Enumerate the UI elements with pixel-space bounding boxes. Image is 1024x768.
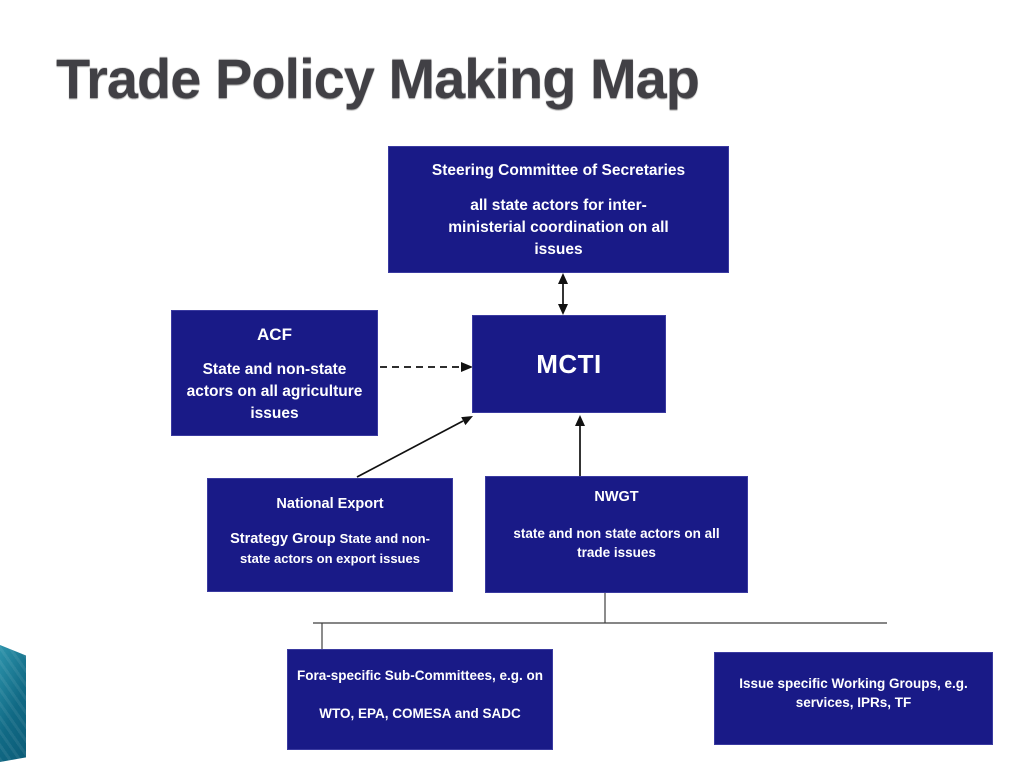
box-national-export-strategy-group: National Export Strategy Group State and… (207, 478, 453, 592)
nwgt-heading: NWGT (594, 489, 639, 505)
box-fora-sub-committees: Fora-specific Sub-Committees, e.g. on WT… (287, 649, 553, 750)
issue-body: Issue specific Working Groups, e.g. serv… (739, 676, 968, 711)
connector-nwgt-subcommittees (313, 593, 887, 649)
box-steering-committee: Steering Committee of Secretaries all st… (388, 146, 729, 273)
box-acf: ACF State and non-state actors on all ag… (171, 310, 378, 436)
nesg-body-rest: State and non-state actors on export iss… (240, 530, 430, 567)
steering-body: all state actors for inter-ministerial c… (448, 197, 669, 258)
box-nwgt: NWGT state and non state actors on all t… (485, 476, 748, 593)
nesg-body: Strategy Group State and non-state actor… (224, 529, 436, 570)
teal-ribbon-shape (0, 645, 26, 762)
fora-line2: WTO, EPA, COMESA and SADC (319, 706, 521, 722)
slide-title: Trade Policy Making Map (56, 47, 700, 110)
box-mcti: MCTI (472, 315, 666, 413)
fora-line1: Fora-specific Sub-Committees, e.g. on (296, 668, 544, 683)
box-issue-working-groups: Issue specific Working Groups, e.g. serv… (714, 652, 993, 745)
arrow-acf-mcti-dashed (380, 362, 473, 372)
arrow-nwgt-mcti (575, 415, 585, 476)
steering-heading: Steering Committee of Secretaries (431, 162, 686, 179)
arrow-steering-mcti (558, 273, 568, 315)
acf-body: State and non-state actors on all agricu… (186, 361, 363, 423)
nesg-heading: National Export (276, 496, 384, 512)
nwgt-body: state and non state actors on all trade … (513, 525, 720, 560)
mcti-heading: MCTI (536, 348, 602, 379)
nesg-body-bold: Strategy Group (230, 530, 336, 547)
acf-heading: ACF (257, 325, 292, 344)
